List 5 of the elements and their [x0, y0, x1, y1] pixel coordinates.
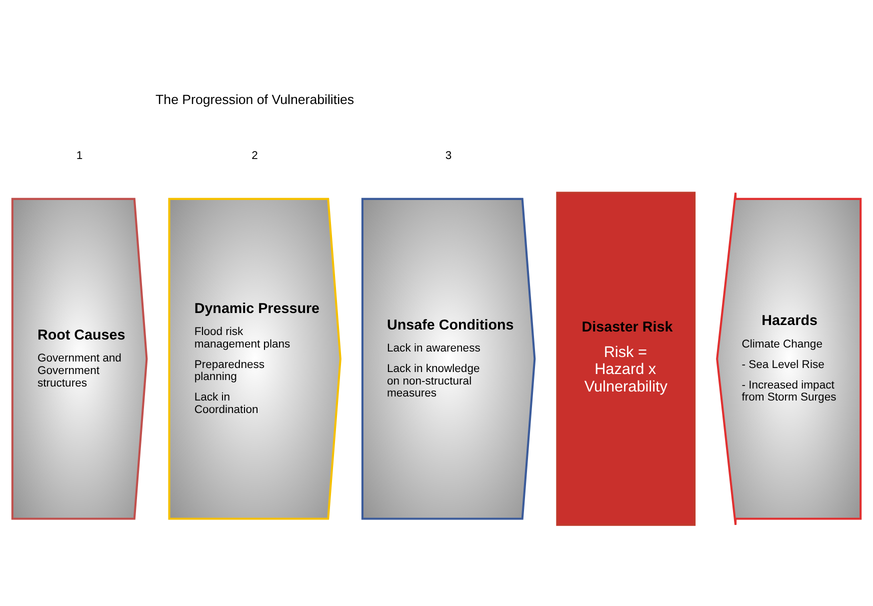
label: 3: [445, 149, 452, 162]
label: 2: [252, 149, 258, 162]
label: The Progression of Vulnerabilities: [156, 92, 354, 107]
label: 1: [76, 149, 83, 162]
node-box: Disaster Risk Risk = Hazard x Vulnerability: [556, 191, 696, 526]
